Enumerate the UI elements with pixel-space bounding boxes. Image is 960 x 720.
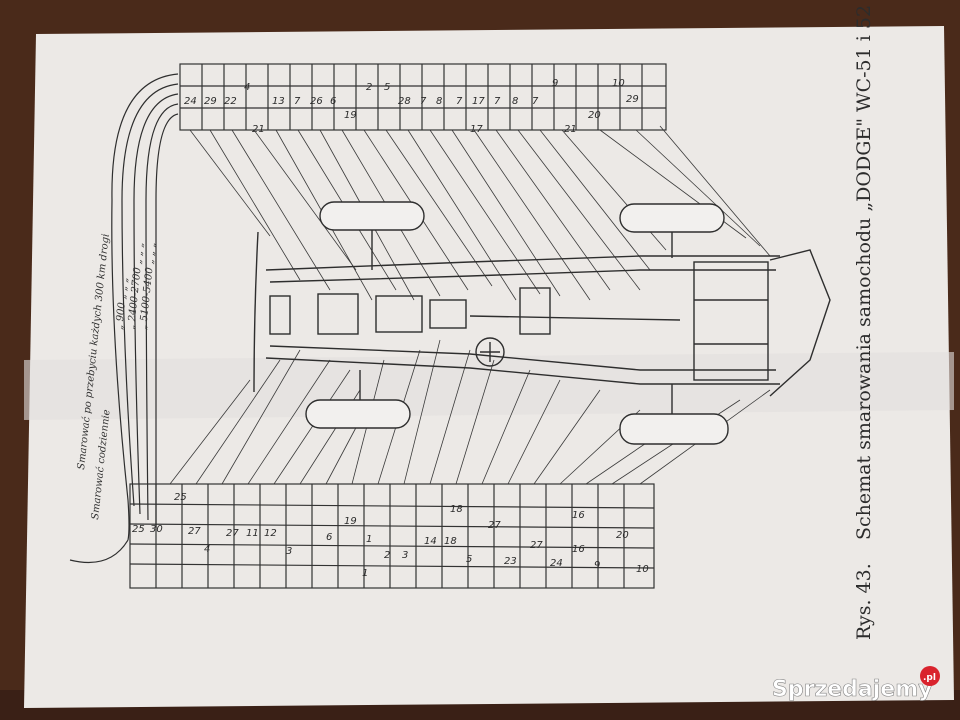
bottom-grid-number: 23 bbox=[504, 556, 517, 567]
bottom-grid-number: 16 bbox=[572, 544, 585, 555]
bottom-grid-number: 25 bbox=[132, 524, 145, 535]
bottom-grid-number: 2 bbox=[384, 550, 390, 561]
bottom-grid-number: 9 bbox=[594, 560, 600, 571]
top-grid-number: 8 bbox=[436, 96, 442, 107]
top-grid-number: 21 bbox=[252, 124, 265, 135]
top-grid-number: 29 bbox=[204, 96, 217, 107]
vehicle-chassis-drawing bbox=[253, 201, 831, 445]
top-grid-number: 22 bbox=[224, 96, 237, 107]
top-grid-number: 17 bbox=[472, 96, 485, 107]
bottom-grid-number: 20 bbox=[616, 530, 629, 541]
legend-line: „ 900 „ „ „ bbox=[114, 277, 130, 330]
watermark-badge-icon bbox=[920, 666, 940, 686]
top-grid-number: 5 bbox=[384, 82, 390, 93]
top-grid-number: 17 bbox=[470, 124, 483, 135]
top-grid-number: 20 bbox=[588, 110, 601, 121]
top-grid-number: 7 bbox=[456, 96, 463, 107]
bottom-grid-number: 5 bbox=[466, 554, 472, 565]
top-grid-number: 7 bbox=[420, 96, 427, 107]
bottom-grid-number: 24 bbox=[550, 558, 563, 569]
bottom-grid-number: 3 bbox=[402, 550, 408, 561]
top-reference-grid bbox=[179, 63, 667, 131]
bottom-grid-number: 27 bbox=[188, 526, 201, 537]
top-grid-number: 9 bbox=[552, 78, 558, 89]
bottom-grid-number: 18 bbox=[444, 536, 457, 547]
top-grid-number: 6 bbox=[330, 96, 336, 107]
caption-title: Schemat smarowania samochodu „DODGE" WC-… bbox=[853, 5, 875, 540]
top-grid-number: 19 bbox=[344, 110, 357, 121]
bottom-grid-number: 6 bbox=[326, 532, 332, 543]
bottom-grid-number: 30 bbox=[150, 524, 163, 535]
top-grid-number: 28 bbox=[398, 96, 411, 107]
bottom-grid-number: 16 bbox=[572, 510, 585, 521]
watermark-badge: .pl bbox=[923, 673, 936, 683]
top-grid-number: 10 bbox=[612, 78, 625, 89]
bottom-grid-number: 12 bbox=[264, 528, 277, 539]
bottom-grid-number: 11 bbox=[246, 528, 259, 539]
bottom-grid-number: 27 bbox=[488, 520, 501, 531]
top-grid-number: 29 bbox=[626, 94, 639, 105]
bottom-grid-number: 10 bbox=[636, 564, 649, 575]
top-grid-number: 7 bbox=[532, 96, 539, 107]
legend-arrows bbox=[69, 73, 179, 564]
bottom-grid-number: 25 bbox=[174, 492, 187, 503]
top-grid-number: 4 bbox=[244, 82, 250, 93]
bottom-grid-number: 3 bbox=[286, 546, 292, 557]
bottom-grid-number: 27 bbox=[226, 528, 239, 539]
top-grid-number: 13 bbox=[272, 96, 285, 107]
bottom-grid-number: 14 bbox=[424, 536, 437, 547]
top-grid-number: 21 bbox=[564, 124, 577, 135]
bottom-grid-number: 1 bbox=[362, 568, 368, 579]
bottom-grid-number: 4 bbox=[204, 544, 210, 555]
watermark-text: Sprzedajemy bbox=[772, 677, 933, 702]
top-grid-number: 8 bbox=[512, 96, 518, 107]
top-grid-number: 24 bbox=[184, 96, 197, 107]
bottom-grid-number: 19 bbox=[344, 516, 357, 527]
top-grid-number: 26 bbox=[310, 96, 323, 107]
watermark: Sprzedajemy .pl bbox=[772, 666, 940, 702]
top-grid-number: 2 bbox=[366, 82, 372, 93]
bottom-grid-number: 18 bbox=[450, 504, 463, 515]
page-fold-shadow bbox=[24, 352, 954, 420]
caption-prefix: Rys. 43. bbox=[853, 563, 875, 640]
top-grid-number: 7 bbox=[294, 96, 301, 107]
bottom-grid-number: 1 bbox=[366, 534, 372, 545]
bottom-grid-number: 27 bbox=[530, 540, 543, 551]
top-grid-number: 7 bbox=[494, 96, 501, 107]
figure-caption: Rys. 43. Schemat smarowania samochodu „D… bbox=[853, 5, 875, 640]
